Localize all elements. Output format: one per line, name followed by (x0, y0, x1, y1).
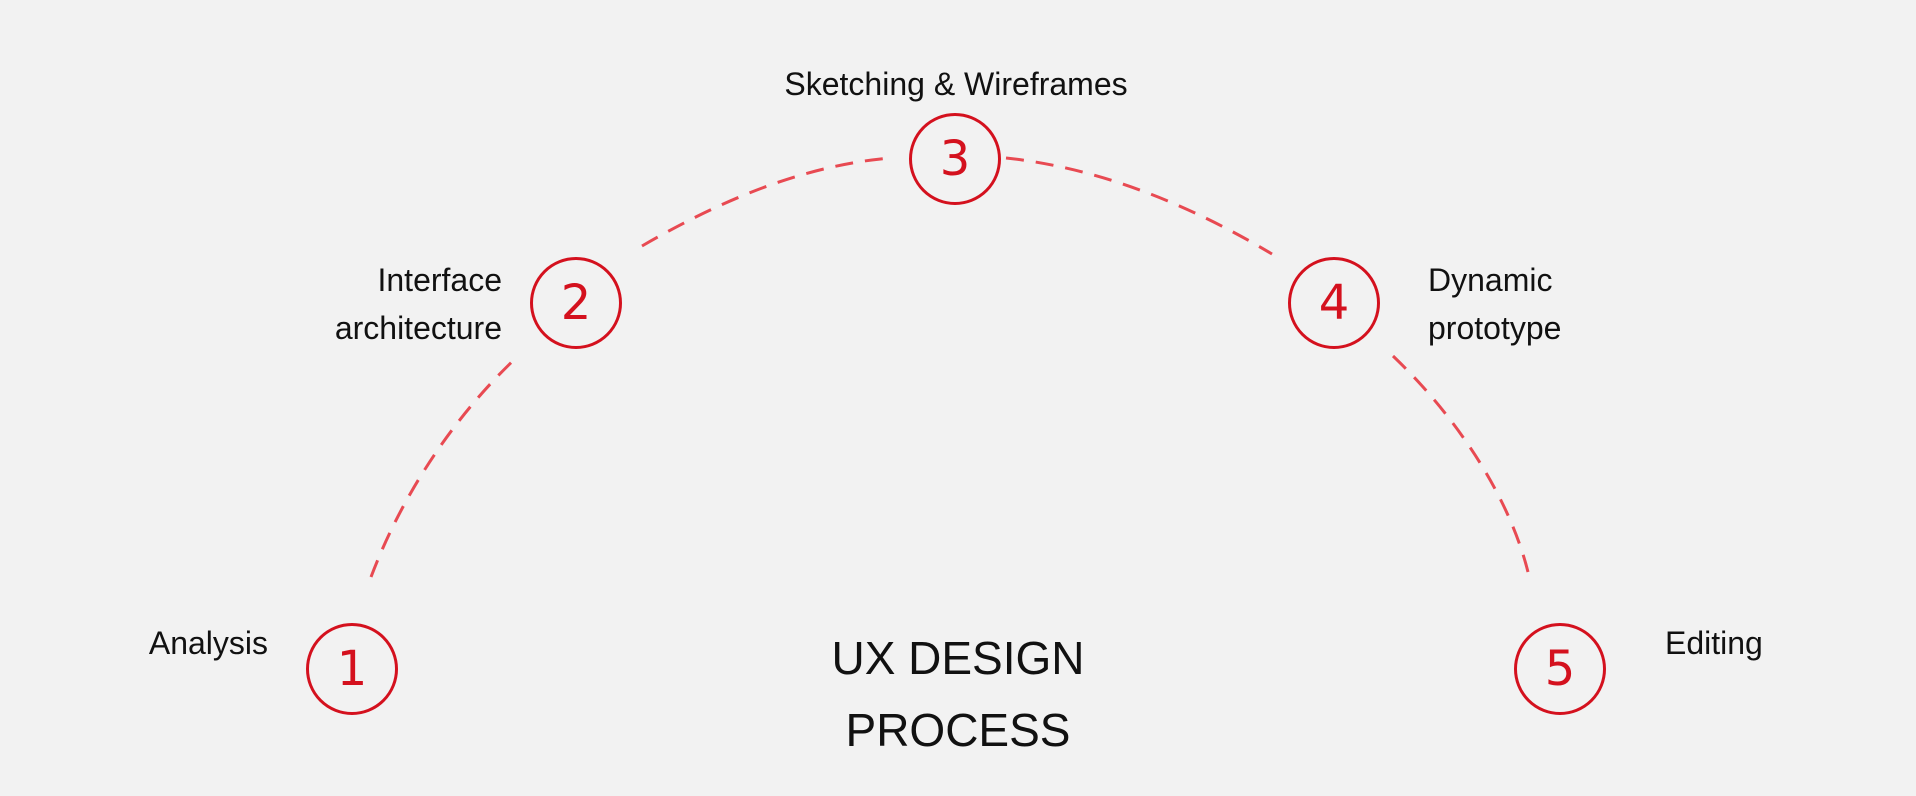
diagram-title-line-1: UX DESIGN (831, 632, 1085, 684)
connector-2-3 (641, 156, 891, 248)
step-2-number: 2 (560, 275, 592, 331)
step-1-label-line-1: Analysis (148, 625, 268, 661)
step-4-label-line-2: prototype (1428, 310, 1562, 346)
step-5-number: 5 (1544, 641, 1576, 697)
step-4-number: 4 (1318, 275, 1350, 331)
connector-3-4 (1005, 156, 1273, 256)
step-1-circle: 1 (306, 623, 398, 715)
connector-4-5 (1391, 354, 1530, 573)
step-4-label-line-1: Dynamic (1428, 262, 1553, 298)
step-5-circle: 5 (1514, 623, 1606, 715)
step-2-label: Interface architecture (250, 256, 502, 352)
step-3-label-line-1: Sketching & Wireframes (784, 66, 1128, 102)
step-3-label: Sketching & Wireframes (736, 60, 1176, 108)
step-5-label: Editing (1665, 619, 1865, 667)
connector-1-2 (369, 354, 520, 578)
diagram-title: UX DESIGN PROCESS (758, 622, 1158, 766)
step-1-number: 1 (336, 641, 368, 697)
step-4-label: Dynamic prototype (1428, 256, 1688, 352)
step-5-label-line-1: Editing (1665, 625, 1763, 661)
step-1-label: Analysis (90, 619, 268, 667)
step-2-label-line-2: architecture (334, 310, 502, 346)
step-2-circle: 2 (530, 257, 622, 349)
step-4-circle: 4 (1288, 257, 1380, 349)
step-2-label-line-1: Interface (377, 262, 502, 298)
step-3-circle: 3 (909, 113, 1001, 205)
step-3-number: 3 (939, 131, 971, 187)
diagram-title-line-2: PROCESS (845, 704, 1071, 756)
